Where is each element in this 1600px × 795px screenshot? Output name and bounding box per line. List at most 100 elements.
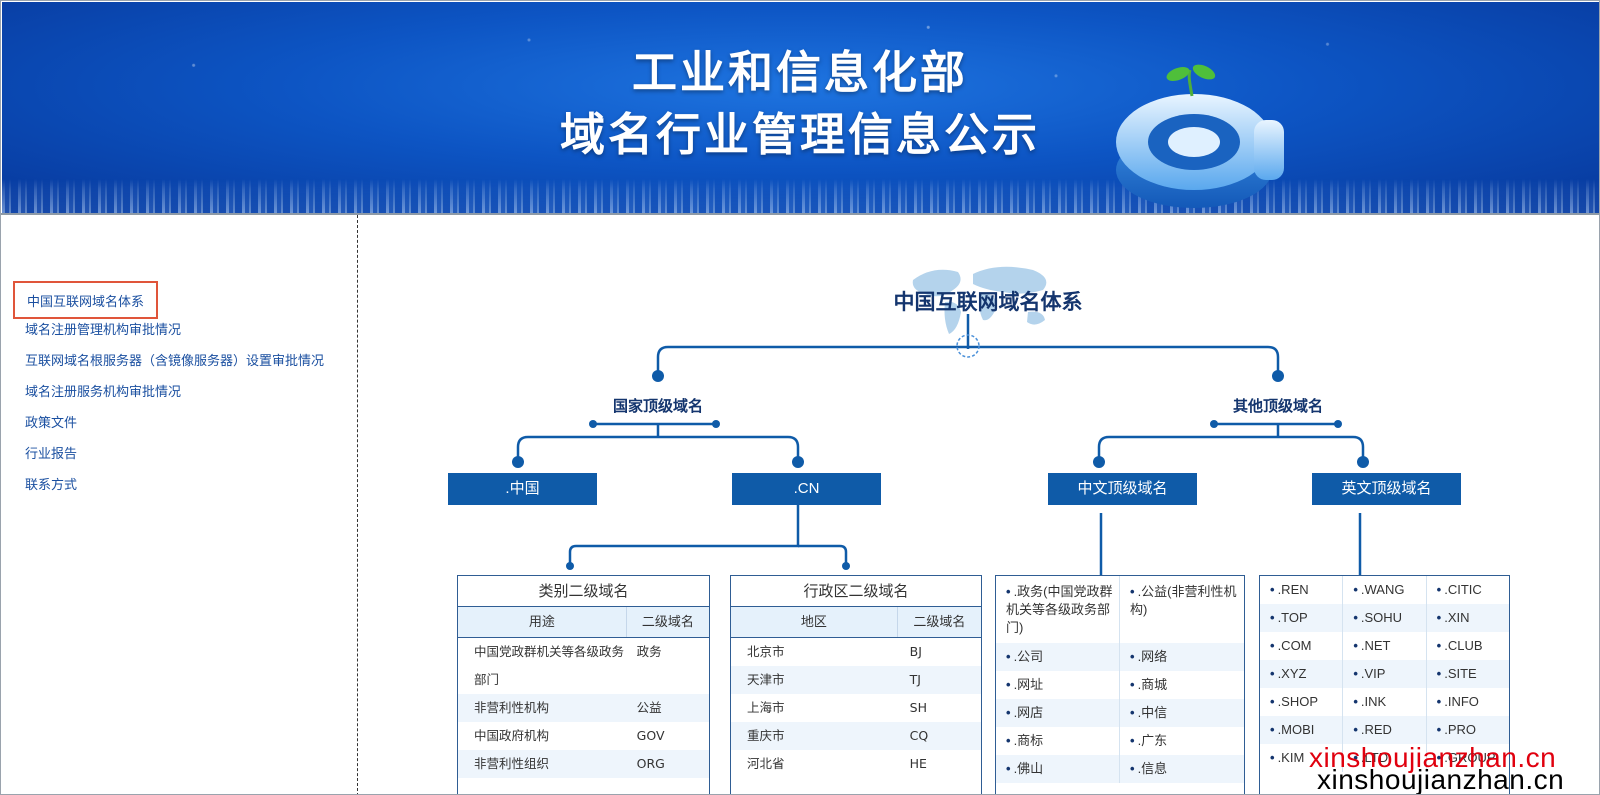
table-cell: 中国政府机构 (474, 728, 550, 743)
list-row: •.SHOP •.INK •.INFO (1260, 688, 1509, 716)
sidebar-item-policy-docs[interactable]: 政策文件 (25, 415, 78, 430)
other-tld-label: 其他顶级域名 (1232, 397, 1323, 415)
list-item: •.广东 (1130, 733, 1168, 748)
category-table-body: 中国党政群机关等各级政务部门 政务 非营利性机构 公益 中国政府机构 GOV 非… (458, 638, 709, 778)
list-item: •.INFO (1436, 694, 1479, 709)
list-row: •.XYZ •.VIP •.SITE (1260, 660, 1509, 688)
list-row: •.TOP •.SOHU •.XIN (1260, 604, 1509, 632)
list-item: •.WANG (1343, 576, 1427, 604)
node-zhongguo[interactable]: .中国 (448, 473, 597, 505)
list-row: •.COM •.NET •.CLUB (1260, 632, 1509, 660)
sidebar-item-industry-report[interactable]: 行业报告 (25, 446, 78, 461)
table-cell: TJ (909, 672, 921, 687)
list-item: •.NET (1343, 632, 1427, 660)
list-row: •.REN •.WANG •.CITIC (1260, 576, 1509, 604)
sidebar-item-registry-approval[interactable]: 域名注册管理机构审批情况 (25, 322, 182, 337)
table-row: 非营利性机构 公益 (458, 694, 709, 722)
table-cell: CQ (909, 728, 929, 743)
table-cell: 公益 (636, 700, 662, 715)
header-banner: 工业和信息化部 域名行业管理信息公示 (2, 2, 1599, 213)
category-header-sld: 二级域名 (641, 615, 694, 630)
list-item: •.网店 (996, 699, 1120, 727)
list-item: •.MOBI (1260, 716, 1344, 744)
list-item: •.商城 (1130, 677, 1168, 692)
table-cell: 非营利性组织 (474, 756, 550, 771)
english-tld-list: •.REN •.WANG •.CITIC •.TOP •.SOHU •.XIN … (1259, 575, 1510, 794)
table-row: 天津市 TJ (731, 666, 981, 694)
table-cell: 上海市 (747, 700, 785, 715)
list-item: •.GROUP (1436, 750, 1496, 765)
category-table-header: 用途 二级域名 (458, 607, 709, 638)
sidebar-item-root-server-approval[interactable]: 互联网域名根服务器（含镜像服务器）设置审批情况 (25, 353, 325, 368)
sidebar-item-registrar-approval[interactable]: 域名注册服务机构审批情况 (25, 384, 182, 399)
at-sign-logo-icon (1116, 64, 1284, 208)
region-table-header: 地区 二级域名 (731, 607, 981, 638)
region-header-sld: 二级域名 (913, 615, 966, 630)
list-item: •.网址 (996, 671, 1120, 699)
list-item: •.网络 (1130, 649, 1168, 664)
chinese-tld-list: •.政务(中国党政群机关等各级政务部门) •.公益(非营利性机构) •.公司 •… (995, 575, 1245, 794)
list-item: •.COM (1260, 632, 1344, 660)
list-item: •.政务(中国党政群机关等各级政务部门) (996, 576, 1120, 643)
node-english-tld[interactable]: 英文顶级域名 (1312, 473, 1461, 505)
region-sld-table: 行政区二级域名 地区 二级域名 北京市 BJ 天津市 TJ 上海市 SH (730, 575, 982, 794)
table-cell: BJ (909, 644, 922, 659)
table-row: 北京市 BJ (731, 638, 981, 666)
domain-system-diagram: 中国互联网域名体系 (358, 215, 1599, 794)
category-header-use: 用途 (458, 607, 627, 637)
table-row: 非营利性组织 ORG (458, 750, 709, 778)
list-item: •.佛山 (996, 755, 1120, 783)
table-cell: GOV (636, 728, 665, 743)
table-cell: 非营利性机构 (474, 700, 550, 715)
banner-title-line2: 域名行业管理信息公示 (559, 108, 1040, 161)
list-item: •.VIP (1343, 660, 1427, 688)
category-table-caption: 类别二级域名 (458, 576, 709, 607)
list-item: •.XIN (1436, 610, 1470, 625)
list-item: •.SOHU (1343, 604, 1427, 632)
list-item: •.LTD (1343, 744, 1427, 772)
table-cell: SH (909, 700, 927, 715)
node-chinese-tld[interactable]: 中文顶级域名 (1048, 473, 1197, 505)
table-row: 中国党政群机关等各级政务部门 政务 (458, 638, 709, 694)
region-table-caption: 行政区二级域名 (731, 576, 981, 607)
sidebar-item-contact[interactable]: 联系方式 (25, 477, 78, 492)
list-item: •.SHOP (1260, 688, 1344, 716)
table-cell: 天津市 (747, 672, 785, 687)
list-row: •.商标 •.广东 (996, 727, 1244, 755)
node-cn[interactable]: .CN (732, 473, 881, 505)
banner-divider (1, 213, 1599, 215)
list-item: •.SITE (1436, 666, 1477, 681)
sidebar-item-domain-system[interactable]: 中国互联网域名体系 (13, 281, 159, 319)
region-table-body: 北京市 BJ 天津市 TJ 上海市 SH 重庆市 CQ 河北省 HE (731, 638, 981, 778)
category-sld-table: 类别二级域名 用途 二级域名 中国党政群机关等各级政务部门 政务 非营利性机构 … (457, 575, 710, 794)
list-item: •.中信 (1130, 705, 1168, 720)
banner-title-line1: 工业和信息化部 (631, 46, 968, 99)
list-item: •.INK (1343, 688, 1427, 716)
list-row: •.公司 •.网络 (996, 643, 1244, 671)
banner-skyline (2, 179, 1599, 213)
table-row: 河北省 HE (731, 750, 981, 778)
list-item: •.TOP (1260, 604, 1344, 632)
list-row: •.佛山 •.信息 (996, 755, 1244, 783)
list-item: •.公司 (996, 643, 1120, 671)
table-cell: 河北省 (747, 756, 785, 771)
sidebar-nav: 中国互联网域名体系 域名注册管理机构审批情况 互联网域名根服务器（含镜像服务器）… (1, 215, 358, 794)
country-tld-label: 国家顶级域名 (612, 397, 703, 415)
table-row: 中国政府机构 GOV (458, 722, 709, 750)
list-row: •.政务(中国党政群机关等各级政务部门) •.公益(非营利性机构) (996, 576, 1244, 643)
list-item: •.CITIC (1436, 582, 1482, 597)
list-item: •.信息 (1130, 761, 1168, 776)
table-cell: 重庆市 (747, 728, 785, 743)
banner-background (2, 2, 1599, 213)
list-item: •.CLUB (1436, 638, 1483, 653)
connector-lines (512, 314, 1369, 575)
banner-title: 工业和信息化部 域名行业管理信息公示 (550, 42, 1050, 166)
table-row: 重庆市 CQ (731, 722, 981, 750)
table-row: 上海市 SH (731, 694, 981, 722)
region-header-area: 地区 (731, 607, 898, 637)
list-item: •.KIM (1260, 744, 1344, 772)
list-item: •.PRO (1436, 722, 1477, 737)
list-item: •.XYZ (1260, 660, 1344, 688)
list-item: •.RED (1343, 716, 1427, 744)
